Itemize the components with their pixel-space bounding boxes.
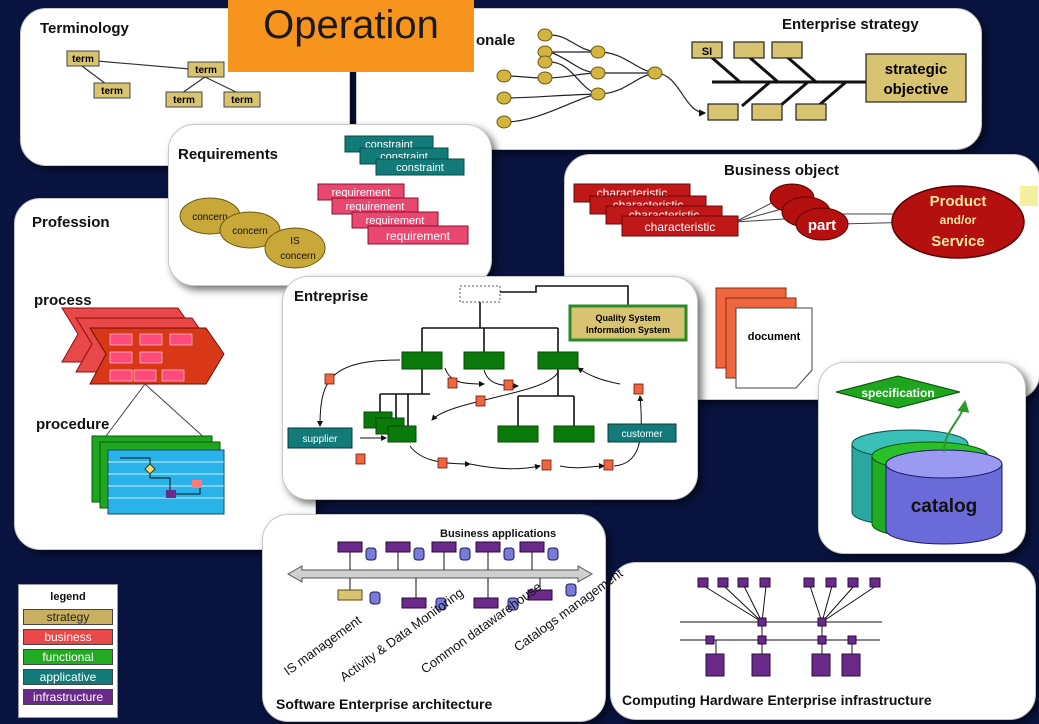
svg-text:characteristic: characteristic [645,220,716,234]
requirement-stack: requirement requirement requirement requ… [317,183,469,245]
svg-text:requirement: requirement [386,229,451,243]
svg-text:term: term [173,95,195,106]
svg-text:concern: concern [232,226,268,237]
software-title: Software Enterprise architecture [276,696,493,712]
svg-text:catalog: catalog [911,496,978,517]
hardware-network [680,577,882,677]
characteristic-stack: characteristic characteristic characteri… [573,183,801,237]
svg-text:concern: concern [280,251,316,262]
legend-strategy: strategy [23,609,113,625]
svg-text:Catalogs management: Catalogs management [511,565,626,654]
svg-text:IS: IS [290,236,300,247]
operation-banner: Operation [228,0,474,72]
legend-applicative: applicative [23,669,113,685]
legend-infrastructure: infrastructure [23,689,113,705]
svg-text:Common datawarehouse: Common datawarehouse [418,579,544,677]
strategy-fishbone: SI strategic objective [691,41,967,121]
svg-text:Quality System: Quality System [595,313,660,323]
software-labels: IS management Activity & Data Monitoring… [281,565,626,684]
entreprise-org-chart [317,285,644,471]
procedure-chart [91,383,225,515]
term-box: term [93,82,131,99]
process-label: process [34,292,92,309]
specification-diamond: specification [835,375,961,409]
legend: legend strategy business functional appl… [18,584,118,718]
svg-text:objective: objective [883,81,948,98]
term-box: term [223,91,261,108]
legend-functional: functional [23,649,113,665]
requirements-title: Requirements [178,146,279,163]
legend-title: legend [50,591,86,603]
procedure-label: procedure [36,416,110,433]
term-box: term [187,61,225,78]
svg-text:concern: concern [192,212,228,223]
terminology-diagram [81,60,239,94]
product-service-ellipse: Product and/or Service [891,185,1025,259]
svg-text:part: part [808,217,836,234]
svg-text:constraint: constraint [396,162,444,174]
strategy-title: Enterprise strategy [782,16,919,33]
svg-text:document: document [748,331,801,343]
term-box: term [66,50,100,67]
svg-text:requirement: requirement [332,187,391,199]
note-marker [1020,186,1038,206]
rationale-title: onale [476,32,516,49]
svg-text:specification: specification [861,386,934,400]
svg-text:and/or: and/or [940,213,977,227]
business-applications-label: Business applications [440,528,557,540]
catalog-cylinders: catalog [851,400,1003,545]
legend-business: business [23,629,113,645]
svg-text:Service: Service [931,233,984,250]
concern-group: concern concern IS concern [179,197,326,269]
svg-text:Information System: Information System [586,325,670,335]
svg-text:term: term [72,54,94,65]
svg-text:requirement: requirement [366,215,425,227]
svg-text:strategic: strategic [885,61,948,78]
entreprise-title: Entreprise [294,288,369,305]
process-chevron [61,307,225,385]
software-bus [286,541,594,611]
svg-text:customer: customer [621,429,663,440]
svg-text:term: term [231,95,253,106]
hardware-title: Computing Hardware Enterprise infrastruc… [622,692,932,708]
svg-text:SI: SI [702,46,712,58]
document-stack: document [715,287,813,389]
supplier-box: supplier [287,427,353,449]
rationale-network [496,28,707,129]
terminology-title: Terminology [40,20,129,37]
svg-text:Product: Product [930,193,987,210]
svg-text:supplier: supplier [302,434,338,445]
svg-text:term: term [195,65,217,76]
constraint-stack: constraint constraint constraint [344,135,465,176]
quality-system-box: Quality System Information System [568,304,688,342]
svg-text:term: term [101,86,123,97]
business-object-title: Business object [724,162,840,179]
customer-box: customer [607,423,677,443]
term-box: term [165,91,203,108]
profession-title: Profession [32,214,110,231]
svg-text:requirement: requirement [346,201,405,213]
